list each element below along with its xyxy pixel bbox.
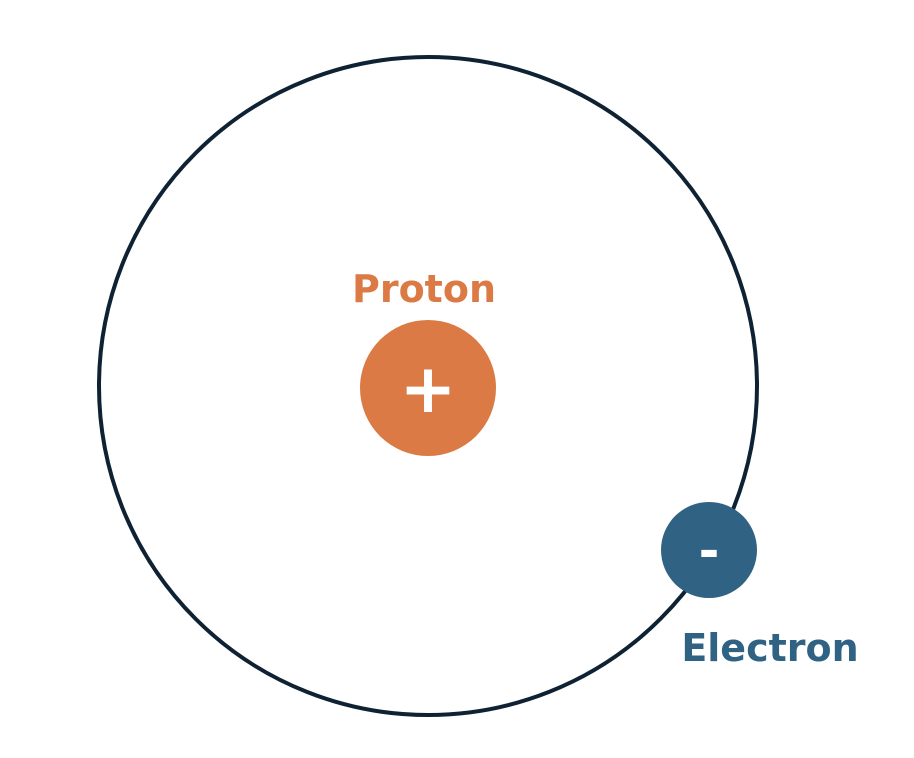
electron-orbit — [97, 55, 759, 717]
electron: - — [661, 502, 757, 598]
proton-label: Proton — [352, 267, 496, 311]
electron-circle — [661, 502, 757, 598]
minus-sign-icon: - — [699, 522, 720, 580]
electron-label: Electron — [681, 626, 858, 670]
proton-circle — [360, 320, 496, 456]
proton: + — [360, 320, 496, 456]
plus-sign-icon: + — [400, 350, 457, 429]
